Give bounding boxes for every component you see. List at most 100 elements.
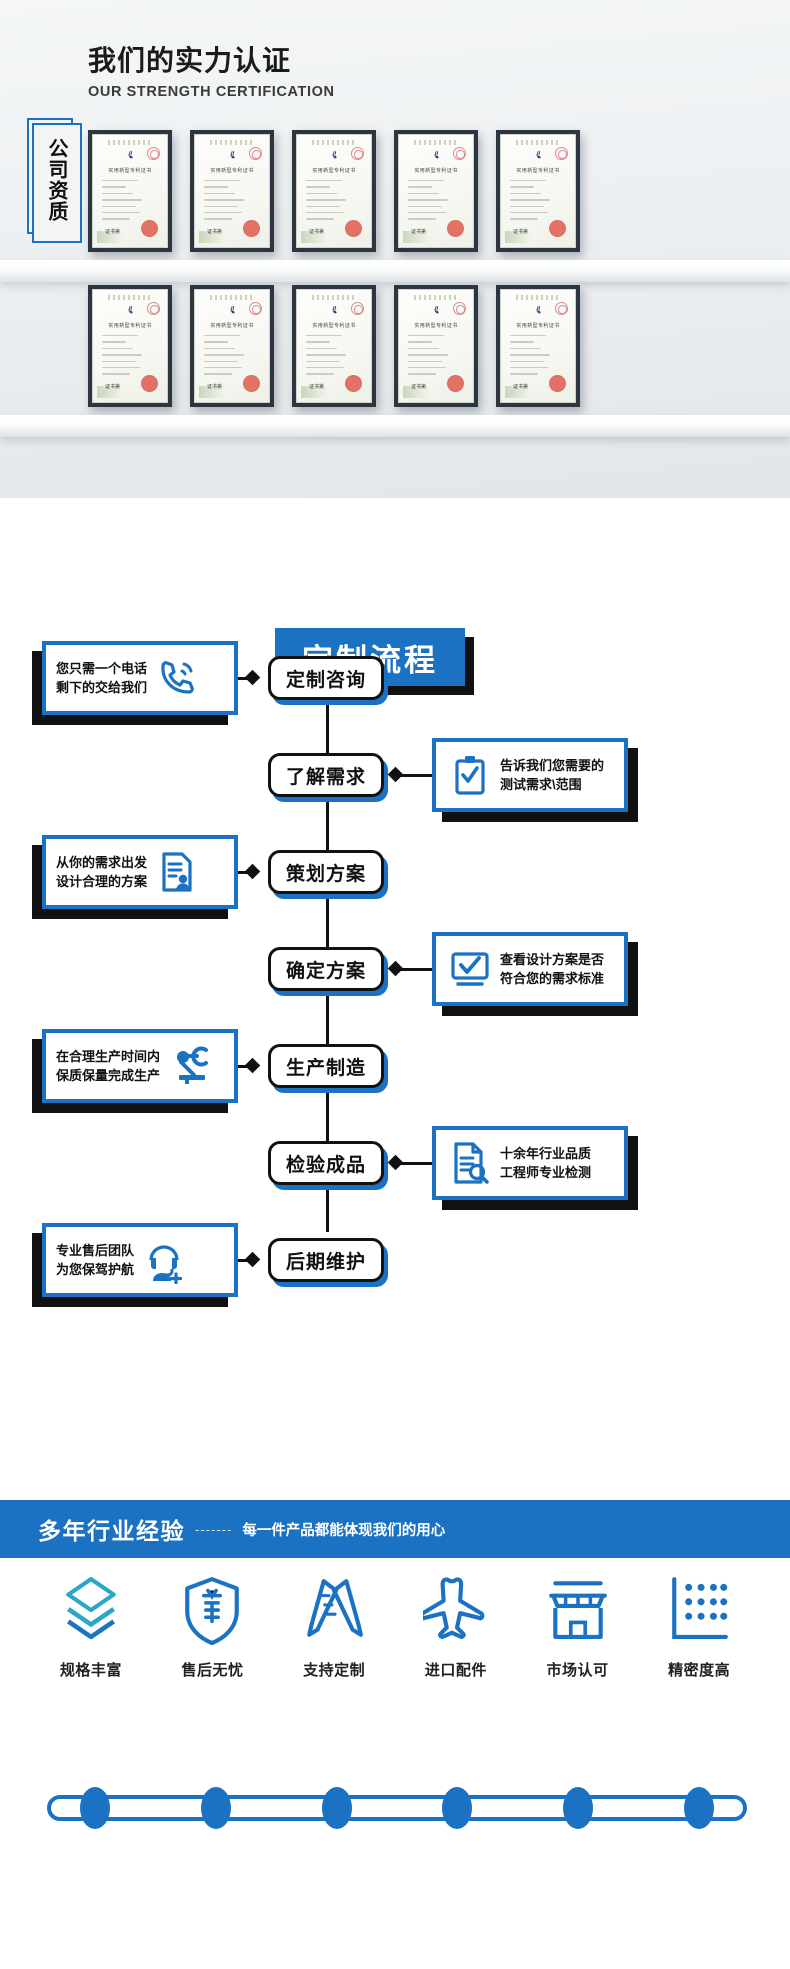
certificate-decoration	[301, 231, 327, 243]
certificate-ornament-icon	[516, 295, 560, 300]
certificate-stamp-icon	[249, 302, 262, 315]
certificate-title: 实用新型专利证书	[108, 168, 152, 174]
certificate-logo-icon	[128, 150, 133, 159]
certificate-frame: 实用新型专利证书 证书第	[190, 285, 274, 407]
certificate-stamp-icon	[249, 147, 262, 160]
flow-node-box: 策划方案	[268, 850, 384, 894]
feature-item-4[interactable]: 进口配件	[395, 1575, 517, 1775]
flow-callout-text: 您只需一个电话 剩下的交给我们	[56, 661, 148, 695]
flow-callout-text: 从你的需求出发 设计合理的方案	[56, 855, 148, 889]
banner-sub-text: 每一件产品都能体现我们的用心	[242, 1522, 446, 1539]
flow-callout-7: 专业售后团队 为您保驾护航	[32, 1223, 238, 1307]
certificate-title: 实用新型专利证书	[414, 168, 458, 174]
certificate-seal-icon	[345, 375, 362, 392]
flow-node-5[interactable]: 生产制造	[268, 1044, 388, 1093]
certificate-title: 实用新型专利证书	[516, 323, 560, 329]
certificate-frame-list-1: 实用新型专利证书 证书第 实用新型专利证书 证书第	[0, 130, 790, 260]
flow-node-label: 策划方案	[285, 863, 366, 885]
feature-track-bar	[47, 1795, 747, 1821]
flow-callout-box: 查看设计方案是否 符合您的需求标准	[432, 932, 628, 1006]
certificate-decoration	[505, 386, 531, 398]
track-dot-6	[684, 1787, 714, 1829]
certificate-seal-icon	[447, 220, 464, 237]
certificate-seal-icon	[345, 220, 362, 237]
flow-node-3[interactable]: 策划方案	[268, 850, 388, 899]
banner-main-text: 多年行业经验	[38, 1518, 185, 1544]
flow-node-6[interactable]: 检验成品	[268, 1141, 388, 1190]
certificate-stamp-icon	[351, 147, 364, 160]
certificate-seal-icon	[243, 220, 260, 237]
shelf-bar	[0, 260, 790, 282]
certificate-body-lines	[510, 180, 566, 225]
precision-dots-icon	[666, 1575, 732, 1647]
flow-connector	[400, 1162, 432, 1165]
banner-dash: -------	[195, 1521, 233, 1537]
certificate-decoration	[199, 386, 225, 398]
feature-item-2[interactable]: 售后无忧	[152, 1575, 274, 1775]
certificate-title: 实用新型专利证书	[312, 323, 356, 329]
certificate-logo-icon	[332, 150, 337, 159]
flow-node-1[interactable]: 定制咨询	[268, 656, 388, 705]
track-dot-3	[321, 1787, 352, 1829]
airplane-icon	[419, 1575, 489, 1647]
feature-label: 市场认可	[546, 1662, 609, 1679]
certificate-decoration	[199, 231, 225, 243]
feature-item-3[interactable]: 支持定制	[273, 1575, 395, 1775]
flow-node-4[interactable]: 确定方案	[268, 947, 388, 996]
certificate-stamp-icon	[453, 302, 466, 315]
certificate-ornament-icon	[210, 140, 254, 145]
certificate-logo-icon	[230, 150, 235, 159]
flow-node-label: 定制咨询	[285, 669, 366, 691]
flow-connector-diamond	[244, 1251, 261, 1268]
certificate-frame: 实用新型专利证书 证书第	[394, 130, 478, 252]
feature-item-5[interactable]: 市场认可	[517, 1575, 639, 1775]
certificate-stamp-icon	[147, 302, 160, 315]
certificate-paper: 实用新型专利证书 证书第	[398, 134, 474, 248]
certificate-ornament-icon	[414, 140, 458, 145]
feature-item-1[interactable]: 规格丰富	[30, 1575, 152, 1775]
certificate-body-lines	[102, 180, 158, 225]
feature-label: 支持定制	[303, 1662, 366, 1679]
certificate-stamp-icon	[555, 147, 568, 160]
certificate-signature: 证书第	[513, 229, 529, 235]
certificate-seal-icon	[141, 220, 158, 237]
flow-callout-text: 专业售后团队 为您保驾护航	[56, 1243, 135, 1277]
track-dot-4	[442, 1787, 473, 1829]
certificate-body-lines	[306, 180, 362, 225]
flow-node-2[interactable]: 了解需求	[268, 753, 388, 802]
shelf-bar	[0, 415, 790, 437]
flow-callout-box: 从你的需求出发 设计合理的方案	[42, 835, 238, 909]
feature-item-6[interactable]: 精密度高	[638, 1575, 760, 1775]
track-dot-5	[563, 1787, 594, 1829]
certificate-logo-icon	[332, 305, 337, 314]
headset-support-icon	[140, 1236, 188, 1285]
certificate-signature: 证书第	[309, 384, 325, 390]
certificate-decoration	[403, 231, 429, 243]
flow-callout-text: 十余年行业品质 工程师专业检测	[500, 1146, 592, 1180]
flow-callout-text: 查看设计方案是否 符合您的需求标准	[500, 952, 605, 986]
certificate-paper: 实用新型专利证书 证书第	[194, 289, 270, 403]
flow-node-label: 检验成品	[285, 1154, 366, 1176]
certificate-seal-icon	[549, 375, 566, 392]
flow-node-box: 确定方案	[268, 947, 384, 991]
certificate-paper: 实用新型专利证书 证书第	[296, 289, 372, 403]
vertical-badge-company-qualification: 公司资质	[27, 118, 82, 243]
flow-node-box: 后期维护	[268, 1238, 384, 1282]
certification-section: 我们的实力认证 OUR STRENGTH CERTIFICATION 公司资质 …	[0, 0, 790, 498]
certificate-body-lines	[408, 180, 464, 225]
certificate-title: 实用新型专利证书	[516, 168, 560, 174]
certificate-body-lines	[510, 335, 566, 380]
flow-node-7[interactable]: 后期维护	[268, 1238, 388, 1287]
certificate-body-lines	[102, 335, 158, 380]
layers-icon	[58, 1575, 124, 1647]
certificate-decoration	[97, 386, 123, 398]
certificate-paper: 实用新型专利证书 证书第	[398, 289, 474, 403]
certificate-decoration	[97, 231, 123, 243]
flow-callout-box: 在合理生产时间内 保质保量完成生产	[42, 1029, 238, 1103]
certificate-frame: 实用新型专利证书 证书第	[88, 130, 172, 252]
certificate-paper: 实用新型专利证书 证书第	[296, 134, 372, 248]
certificate-paper: 实用新型专利证书 证书第	[92, 289, 168, 403]
certificate-ornament-icon	[108, 295, 152, 300]
certificate-ornament-icon	[312, 140, 356, 145]
certificate-frame: 实用新型专利证书 证书第	[496, 285, 580, 407]
